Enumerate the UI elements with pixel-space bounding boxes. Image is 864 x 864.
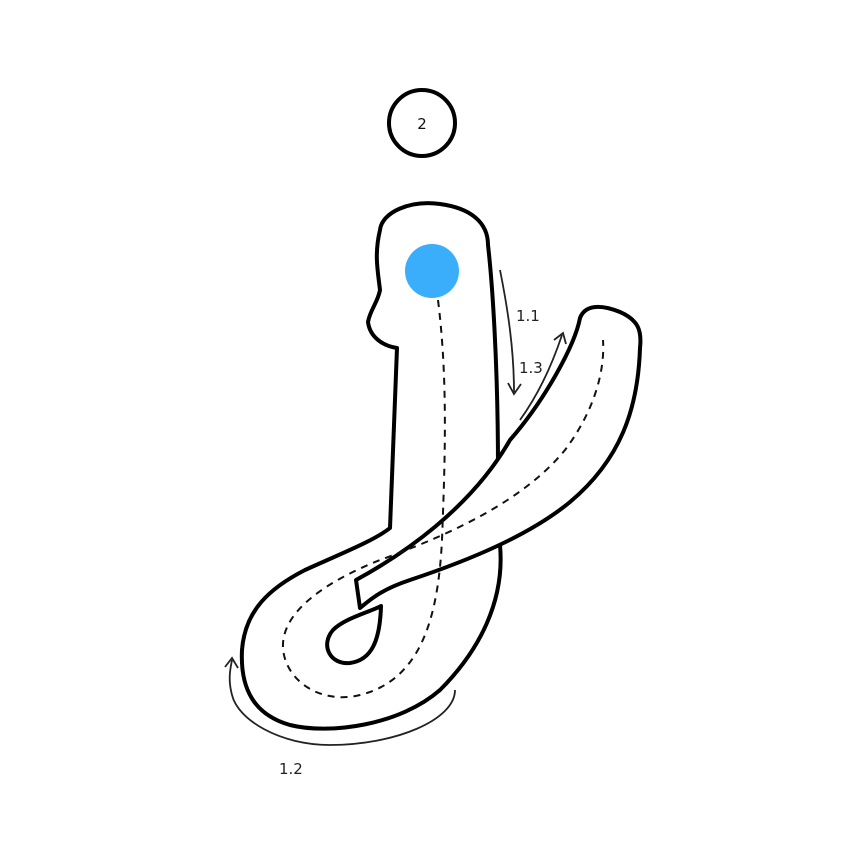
- arrow-icon: [228, 659, 456, 746]
- letter-arm-outline: [354, 304, 643, 610]
- step-badge: 2: [387, 88, 457, 158]
- stroke-label-1-1: 1.1: [516, 307, 540, 325]
- stroke-label-1-3: 1.3: [519, 359, 543, 377]
- letter-stem-outline: [239, 201, 503, 731]
- arrow-head-icon: [224, 656, 239, 669]
- arrow-head-icon: [507, 382, 522, 396]
- arrow-head-icon: [553, 331, 567, 345]
- arrow-icon: [499, 269, 515, 393]
- start-point-dot: [405, 244, 459, 298]
- direction-arrow-1-3: [519, 331, 567, 421]
- step-badge-number: 2: [417, 115, 427, 133]
- step-badge-circle: [387, 88, 457, 158]
- direction-arrow-1-1: [499, 269, 522, 396]
- arrow-icon: [519, 334, 563, 421]
- direction-arrow-1-2: [224, 656, 456, 746]
- stroke-label-1-2: 1.2: [279, 760, 303, 778]
- letter-counter-hole: [325, 604, 383, 666]
